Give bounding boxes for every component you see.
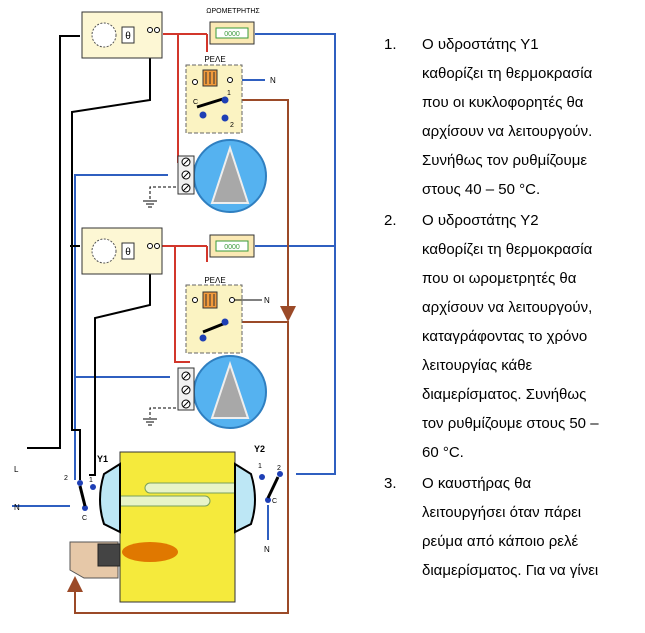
contact-1-label: 1 xyxy=(227,90,231,97)
instruction-list: 1. Ο υδροστάτης Υ1 καθορίζει τη θερμοκρασί… xyxy=(384,30,640,587)
instruction-line: Ο υδροστάτης Υ2 xyxy=(422,212,539,229)
circulator-pump-1 xyxy=(177,139,267,213)
instruction-line: λειτουργήσει όταν πάρει xyxy=(422,504,582,521)
instruction-line: αρχίσουν να λειτουργούν, xyxy=(422,299,593,316)
instruction-item: 3. Ο καυστήρας θα λειτουργήσει όταν πάρει ρ… xyxy=(384,469,640,585)
heating-wiring-diagram: θ θ ΩΡΟΜΕΤΡΗΤΗΣ 0000 0000 ΡΕΛΕ N C 1 xyxy=(12,8,336,614)
immersion-thermostat-y2: Y2 1 2 C xyxy=(234,444,283,534)
instruction-line: αρχίσουν να λειτουργούν. xyxy=(422,123,593,140)
thermostat-dial xyxy=(91,238,117,264)
instruction-text: Ο καυστήρας θα λειτουργήσει όταν πάρει ρεύ… xyxy=(422,469,640,585)
l-supply-label: L xyxy=(14,465,19,474)
c-label: C xyxy=(82,515,87,522)
contact-2-label: 2 xyxy=(64,475,68,482)
contact-2-label: 2 xyxy=(230,122,234,129)
instruction-line: Ο καυστήρας θα xyxy=(422,475,532,492)
thermostat-symbol: θ xyxy=(125,247,131,258)
n-supply-label-left: N xyxy=(14,503,20,512)
n-supply-label-bottom: N xyxy=(264,545,270,554)
ground-symbol-1 xyxy=(143,200,157,208)
instruction-line: ρεύμα από κάποιο ρελέ xyxy=(422,533,579,550)
instruction-item: 1. Ο υδροστάτης Υ1 καθορίζει τη θερμοκρασί… xyxy=(384,30,640,204)
instruction-line: λειτουργίας κάθε xyxy=(422,357,533,374)
hour-meter-2: 0000 xyxy=(209,234,255,258)
burner-unit xyxy=(69,541,121,579)
meter-display: 0000 xyxy=(224,31,240,38)
hour-meter-1: 0000 xyxy=(209,21,255,45)
boiler xyxy=(104,451,251,603)
instruction-line: καθορίζει τη θερμοκρασία xyxy=(422,65,593,82)
instruction-number: 2. xyxy=(384,212,397,229)
circulator-pump-2 xyxy=(177,355,267,429)
c-label: C xyxy=(272,498,277,505)
instruction-line: τον ρυθμίζουμε στους 50 – xyxy=(422,415,599,432)
y2-label: Y2 xyxy=(254,444,265,454)
instruction-text: Ο υδροστάτης Υ1 καθορίζει τη θερμοκρασία π… xyxy=(422,30,640,204)
instruction-line: καθορίζει τη θερμοκρασία xyxy=(422,241,593,258)
instruction-item: 2. Ο υδροστάτης Υ2 καθορίζει τη θερμοκρασί… xyxy=(384,206,640,467)
instruction-line: καταγράφοντας το χρόνο xyxy=(422,328,588,345)
instruction-text: Ο υδροστάτης Υ2 καθορίζει τη θερμοκρασία π… xyxy=(422,206,640,467)
thermostat-symbol: θ xyxy=(125,31,131,42)
instruction-line: διαμερίσματος. Για να γίνει xyxy=(422,562,599,579)
instruction-line: στους 40 – 50 °C. xyxy=(422,181,541,198)
room-thermostat-1: θ xyxy=(81,11,163,59)
hour-meter-label: ΩΡΟΜΕΤΡΗΤΗΣ xyxy=(206,8,260,15)
instruction-line: 60 °C. xyxy=(422,444,464,461)
instruction-number: 3. xyxy=(384,475,397,492)
y1-label: Y1 xyxy=(97,454,108,464)
relay-1: ΡΕΛΕ N C 1 2 xyxy=(185,55,276,134)
instruction-number: 1. xyxy=(384,36,397,53)
meter-display: 0000 xyxy=(224,244,240,251)
relay-2: ΡΕΛΕ N xyxy=(185,276,270,354)
instruction-line: Ο υδροστάτης Υ1 xyxy=(422,36,539,53)
brown-wires xyxy=(67,99,296,614)
immersion-thermostat-y1: Y1 2 1 C xyxy=(64,454,121,534)
instruction-line: Συνήθως τον ρυθμίζουμε xyxy=(422,152,588,169)
contact-1-label: 1 xyxy=(89,477,93,484)
contact-1-label: 1 xyxy=(258,463,262,470)
n-label: N xyxy=(264,296,270,305)
blue-wires xyxy=(12,33,336,540)
ground-wires xyxy=(149,186,176,418)
n-label: N xyxy=(270,76,276,85)
ground-symbol-2 xyxy=(143,418,157,426)
relay-label: ΡΕΛΕ xyxy=(204,276,225,285)
instruction-line: διαμερίσματος. Συνήθως xyxy=(422,386,587,403)
instruction-line: που οι ωρομετρητές θα xyxy=(422,270,577,287)
relay-label: ΡΕΛΕ xyxy=(204,55,225,64)
burner-flame xyxy=(122,542,178,562)
instruction-line: που οι κυκλοφορητές θα xyxy=(422,94,584,111)
room-thermostat-2: θ xyxy=(81,227,163,275)
c-label: C xyxy=(193,99,198,106)
thermostat-dial xyxy=(91,22,117,48)
contact-2-label: 2 xyxy=(277,465,281,472)
